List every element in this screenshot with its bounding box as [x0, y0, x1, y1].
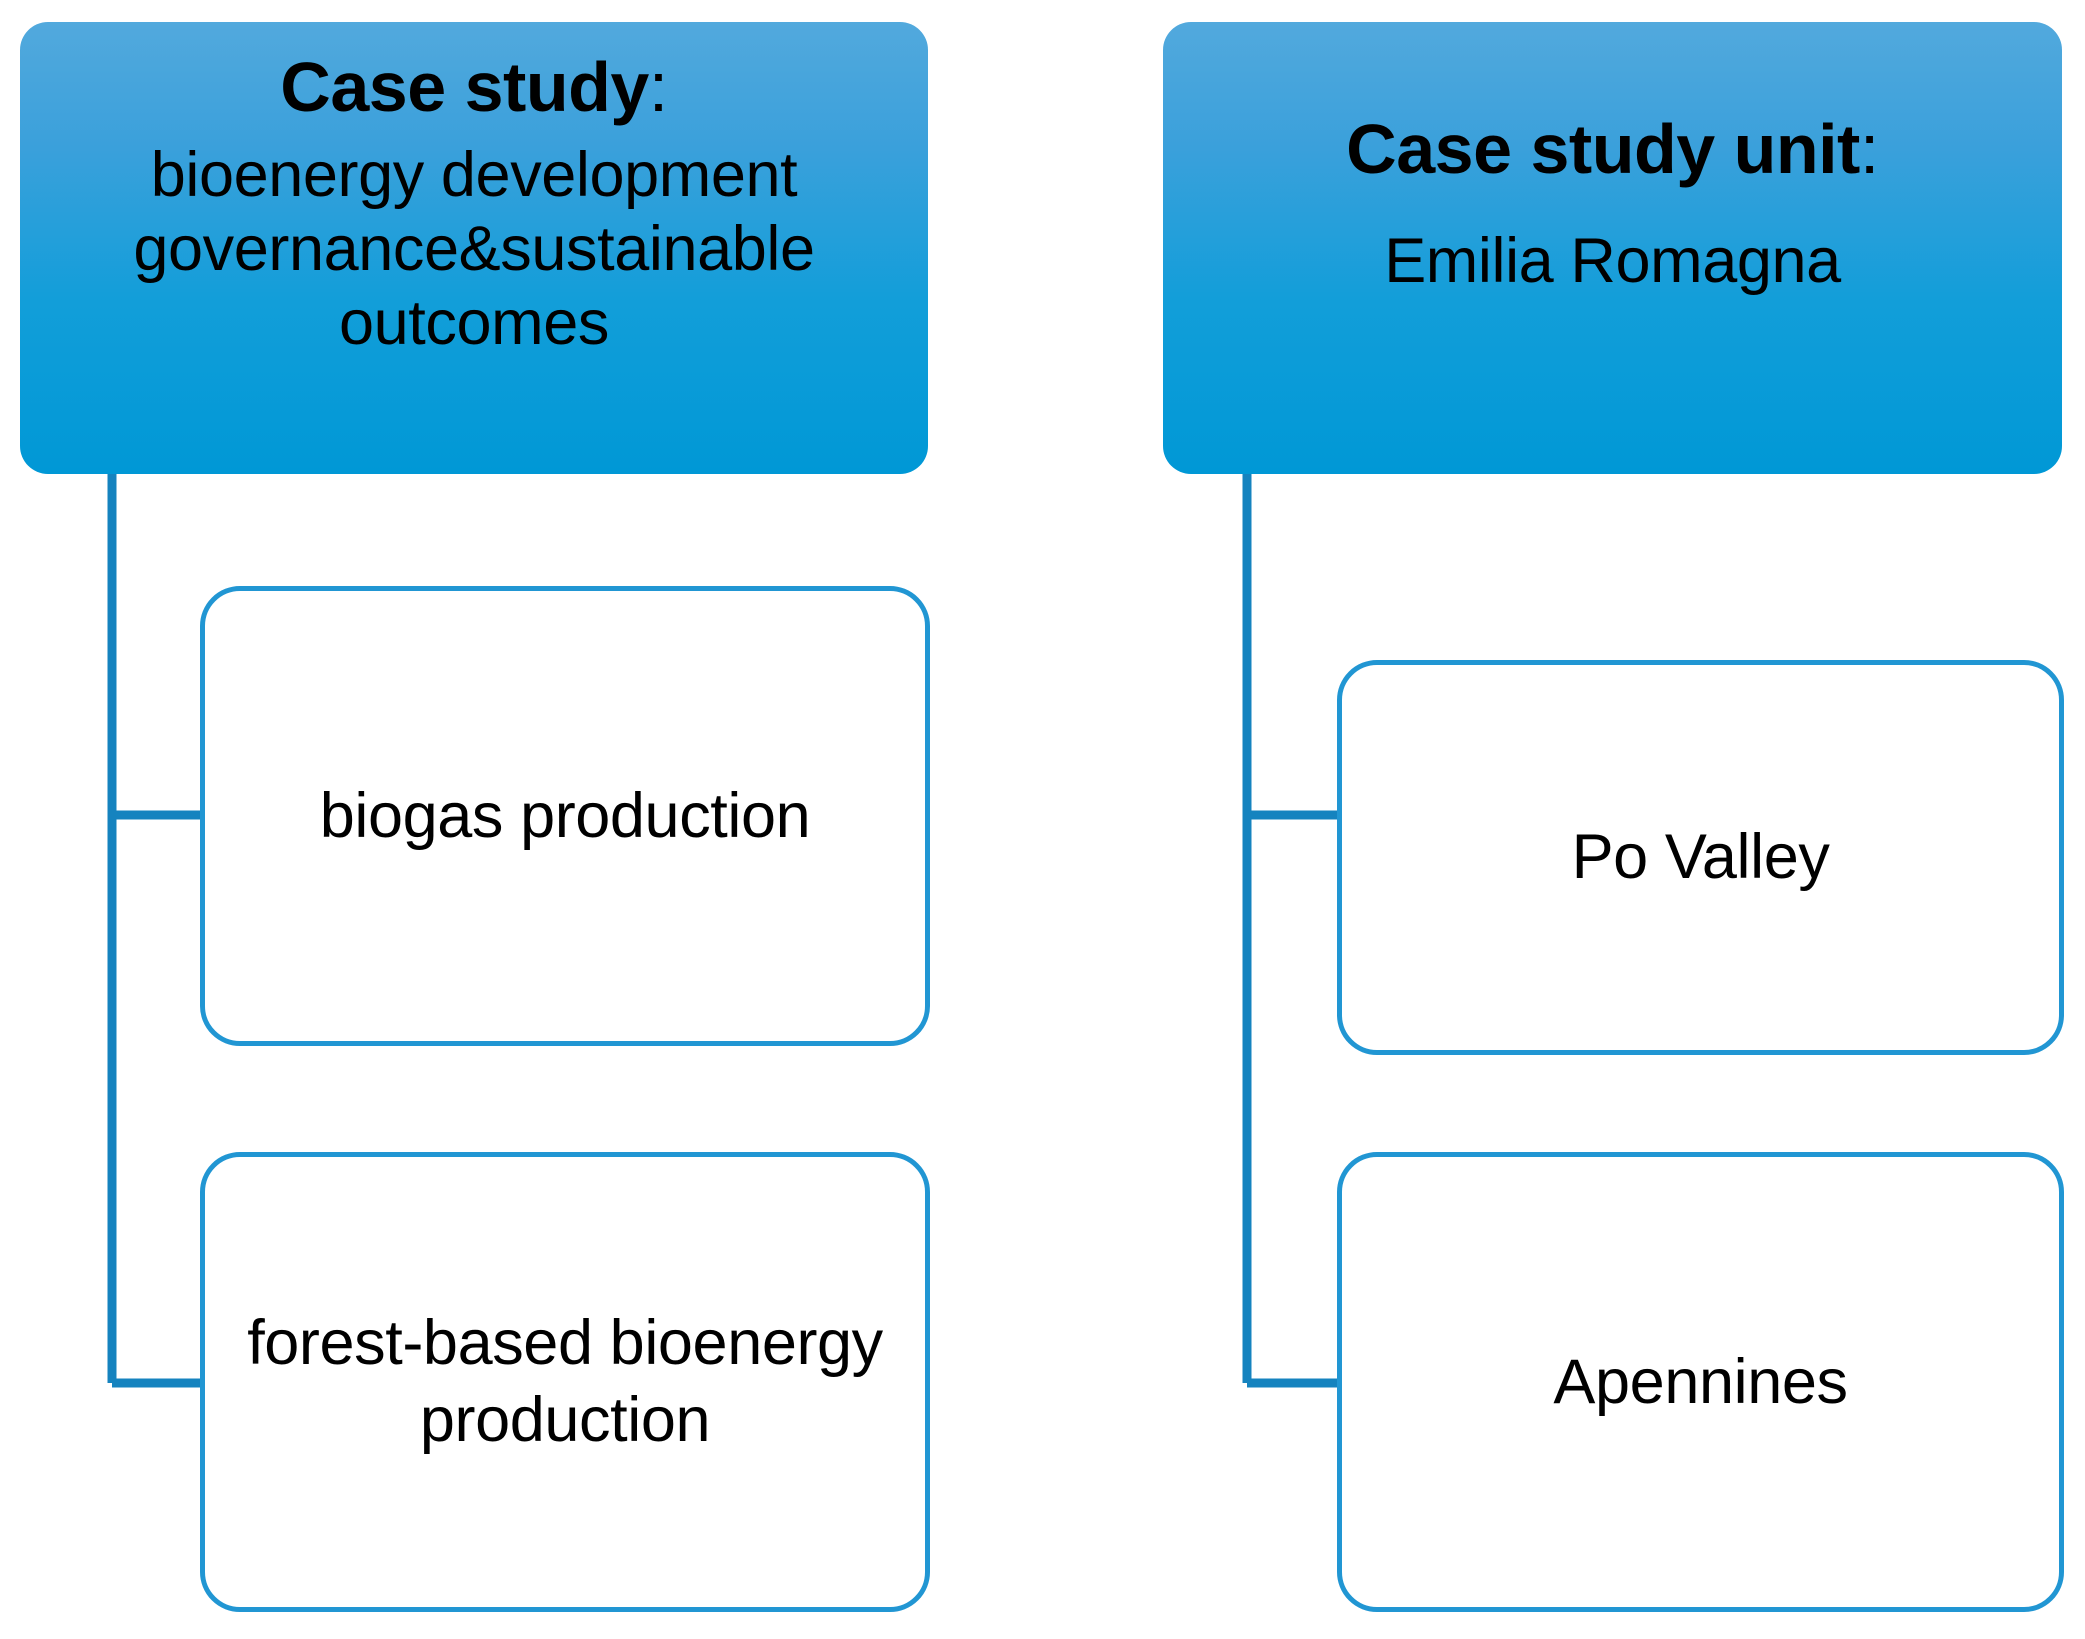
leaf-label-apennines: Apennines	[1553, 1346, 1848, 1417]
leaf-box-po-valley[interactable]: Po Valley	[1337, 660, 2064, 1055]
header-body-case-study-unit: Emilia Romagna	[1384, 225, 1841, 296]
header-title-case-study: Case study:	[280, 48, 668, 126]
header-box-case-study-unit[interactable]: Case study unit: Emilia Romagna	[1163, 22, 2062, 474]
header-colon: :	[648, 48, 668, 126]
leaf-label-po-valley: Po Valley	[1571, 822, 1830, 893]
leaf-box-apennines[interactable]: Apennines	[1337, 1152, 2064, 1612]
leaf-box-forest-based-bioenergy-production[interactable]: forest-based bioenergy production	[200, 1152, 930, 1612]
leaf-label-biogas-production: biogas production	[319, 780, 811, 851]
leaf-box-biogas-production[interactable]: biogas production	[200, 586, 930, 1046]
header-box-case-study[interactable]: Case study: bioenergy development govern…	[20, 22, 928, 474]
header-body-case-study: bioenergy development governance&sustain…	[133, 139, 815, 359]
header-title-case-study-unit: Case study unit:	[1346, 110, 1879, 188]
header-colon: :	[1859, 110, 1879, 188]
leaf-label-forest-based-bioenergy-production: forest-based bioenergy production	[247, 1308, 883, 1455]
